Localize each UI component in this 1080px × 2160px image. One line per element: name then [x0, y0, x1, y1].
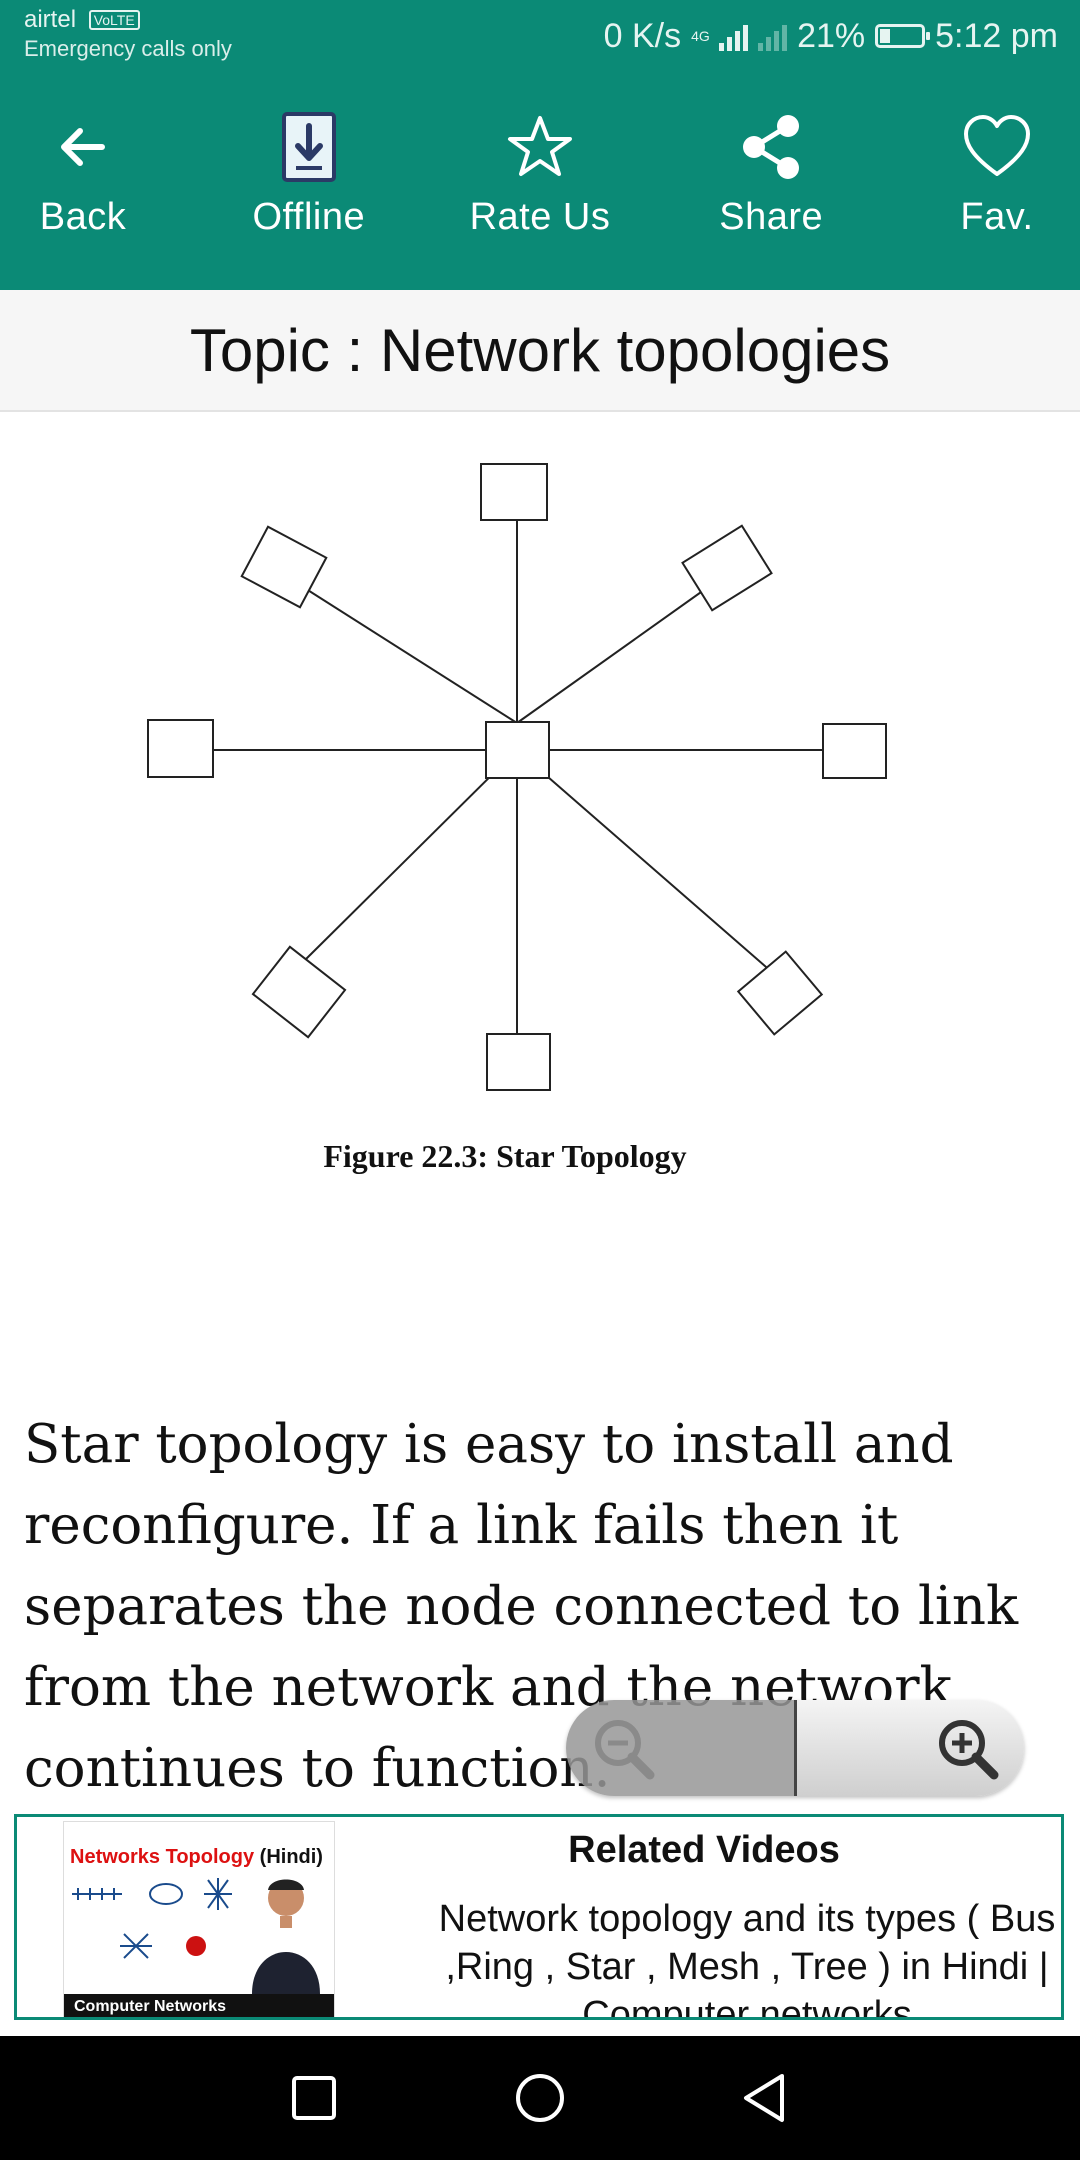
status-left: airtel VoLTE Emergency calls only — [24, 6, 232, 64]
carrier-name: airtel VoLTE — [24, 6, 232, 34]
favourite-button[interactable]: Fav. — [932, 72, 1062, 239]
link-bottom-left — [302, 749, 518, 963]
star-icon — [507, 116, 572, 176]
carrier-label: airtel — [24, 6, 77, 33]
zoom-divider — [794, 1700, 797, 1796]
zoom-out-button[interactable] — [566, 1700, 794, 1796]
node-top-left — [240, 525, 328, 609]
signal-icon — [719, 21, 749, 51]
battery-percent: 21% — [797, 16, 866, 55]
share-button[interactable]: Share — [706, 72, 836, 239]
back-label: Back — [39, 196, 127, 238]
fav-label: Fav. — [960, 196, 1034, 238]
topic-header: Topic : Network topologies — [0, 290, 1080, 412]
home-icon[interactable] — [512, 2070, 568, 2126]
related-video-description[interactable]: Network topology and its types ( Bus ,Ri… — [438, 1898, 1056, 2020]
node-bottom-right — [736, 950, 824, 1036]
node-right — [822, 723, 887, 779]
share-label: Share — [719, 196, 824, 238]
navigation-bar — [0, 2036, 1080, 2160]
thumbnail-title: Networks Topology (Hindi) — [70, 1846, 323, 1869]
node-top-right — [681, 524, 773, 612]
status-bar: airtel VoLTE Emergency calls only 0 K/s … — [0, 0, 1080, 72]
thumbnail-title-red: Networks Topology — [70, 1846, 255, 1868]
thumbnail-topology-icons — [72, 1878, 232, 1959]
battery-icon — [875, 24, 931, 48]
star-topology-figure: Figure 22.3: Star Topology — [0, 412, 1080, 1232]
emergency-text: Emergency calls only — [24, 36, 232, 61]
zoom-out-icon — [595, 1720, 655, 1780]
offline-label: Offline — [252, 196, 366, 238]
presenter-image — [246, 1868, 326, 1994]
volte-badge: VoLTE — [88, 10, 140, 30]
network-type: 4G — [691, 28, 710, 44]
network-speed: 0 K/s — [603, 16, 682, 55]
node-top — [480, 463, 548, 521]
share-icon — [743, 115, 800, 179]
page-title: Topic : Network topologies — [189, 316, 891, 384]
figure-caption: Figure 22.3: Star Topology — [323, 1138, 687, 1174]
status-right: 0 K/s 4G 21% 5:12 pm — [604, 14, 1058, 58]
back-button[interactable]: Back — [18, 72, 148, 239]
video-thumbnail[interactable]: Networks Topology (Hindi) Compute — [63, 1821, 335, 2017]
back-nav-icon[interactable] — [738, 2070, 794, 2126]
content-paragraph: Star topology is easy to install and rec… — [24, 1414, 1019, 1799]
related-videos-card[interactable]: Networks Topology (Hindi) Compute — [14, 1814, 1064, 2020]
top-toolbar: Back Offline Rate Us Share Fav. — [0, 72, 1080, 290]
signal-secondary-icon — [758, 21, 788, 51]
zoom-in-icon — [939, 1720, 999, 1780]
rate-us-button[interactable]: Rate Us — [470, 72, 611, 239]
hub-node — [485, 721, 550, 779]
arrow-left-icon — [61, 128, 105, 166]
link-top-left — [291, 579, 518, 724]
link-top-right — [516, 579, 719, 724]
offline-button[interactable]: Offline — [244, 72, 374, 239]
thumbnail-title-black: (Hindi) — [259, 1846, 323, 1868]
zoom-in-button[interactable] — [797, 1700, 1024, 1796]
rate-us-label: Rate Us — [469, 196, 611, 238]
thumbnail-band: Computer Networks — [64, 1994, 334, 2017]
heart-icon — [963, 115, 1030, 176]
node-bottom-left — [251, 945, 347, 1039]
zoom-controls — [566, 1700, 1024, 1796]
download-document-icon — [281, 112, 336, 182]
node-bottom — [486, 1033, 551, 1091]
clock: 5:12 pm — [935, 16, 1058, 55]
recent-apps-icon[interactable] — [286, 2070, 342, 2126]
star-topology-diagram — [147, 463, 887, 1091]
link-bottom-right — [516, 749, 782, 981]
node-left — [147, 719, 214, 778]
related-videos-heading: Related Videos — [568, 1829, 840, 1871]
